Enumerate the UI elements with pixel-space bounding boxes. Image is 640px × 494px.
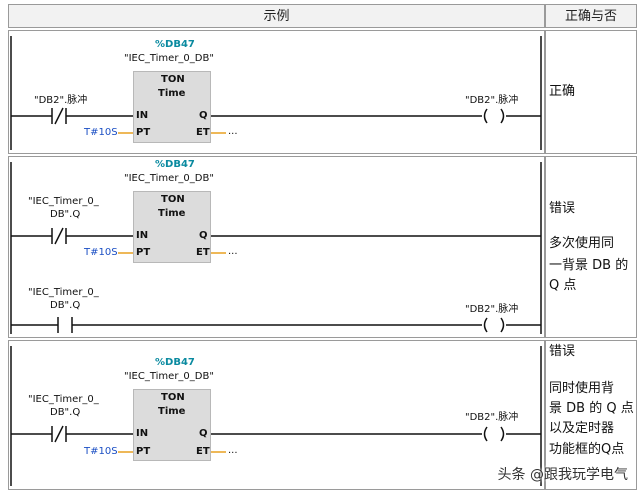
row1-ton-block[interactable] (133, 71, 211, 143)
row3-block-type: TON (161, 392, 185, 403)
row2-block-type: TON (161, 194, 185, 205)
row3-pin-pt: PT (136, 446, 151, 457)
row2-coil-label: "DB2".脉冲 (465, 304, 519, 315)
row3-instance-name: "IEC_Timer_0_DB" (124, 371, 214, 382)
row3-explanation-2: 景 DB 的 Q 点 (549, 401, 634, 416)
row1-et-value: ... (228, 126, 238, 137)
row1-pin-pt: PT (136, 127, 151, 138)
row1-verdict: 正确 (549, 84, 576, 99)
row2-contact2-label-1: "IEC_Timer_0_ (28, 287, 99, 298)
row3-pt-value: T#10S (84, 446, 118, 457)
row3-coil-label: "DB2".脉冲 (465, 412, 519, 423)
row2-explanation-3: Q 点 (549, 278, 577, 293)
row3-explanation-4: 功能框的Q点 (549, 442, 625, 457)
row2-pt-value: T#10S (84, 247, 118, 258)
row3-contact-label-1: "IEC_Timer_0_ (28, 394, 99, 405)
row2-explanation-1: 多次使用同 (549, 236, 615, 251)
row1-block-type: TON (161, 74, 185, 85)
row2-contact-label-1: "IEC_Timer_0_ (28, 196, 99, 207)
row1-contact-label: "DB2".脉冲 (34, 95, 88, 106)
row1-pt-value: T#10S (84, 127, 118, 138)
header-correct: 正确与否 (545, 4, 637, 28)
row2-db-name: %DB47 (155, 159, 195, 170)
row2-ton-block[interactable] (133, 191, 211, 263)
row3-pin-et: ET (196, 446, 210, 457)
row2-verdict-cell (545, 156, 637, 338)
row1-coil-label: "DB2".脉冲 (465, 95, 519, 106)
row2-verdict: 错误 (549, 201, 576, 216)
row2-pin-et: ET (196, 247, 210, 258)
row1-example-cell (8, 30, 545, 154)
row3-contact-label-2: DB".Q (50, 407, 81, 418)
row2-explanation-2: 一背景 DB 的 (549, 258, 629, 273)
row3-verdict-cell (545, 340, 637, 490)
row1-pin-in: IN (136, 110, 149, 121)
row3-ton-block[interactable] (133, 389, 211, 461)
row3-block-sub: Time (158, 406, 186, 417)
row3-et-value: ... (228, 445, 238, 456)
watermark: 头条 @跟我玩学电气 (497, 467, 628, 483)
row3-db-name: %DB47 (155, 357, 195, 368)
row2-contact2-label-2: DB".Q (50, 300, 81, 311)
row3-verdict: 错误 (549, 344, 576, 359)
row1-pin-et: ET (196, 127, 210, 138)
header-example: 示例 (8, 4, 545, 28)
row2-instance-name: "IEC_Timer_0_DB" (124, 173, 214, 184)
row3-explanation-3: 以及定时器 (549, 421, 615, 436)
row3-example-cell (8, 340, 545, 490)
row1-instance-name: "IEC_Timer_0_DB" (124, 53, 214, 64)
row1-verdict-cell (545, 30, 637, 154)
row2-contact-label-2: DB".Q (50, 209, 81, 220)
row1-pin-q: Q (199, 110, 208, 121)
row2-pin-q: Q (199, 230, 208, 241)
row2-pin-in: IN (136, 230, 149, 241)
row3-pin-q: Q (199, 428, 208, 439)
row2-example-cell (8, 156, 545, 338)
row2-block-sub: Time (158, 208, 186, 219)
row3-pin-in: IN (136, 428, 149, 439)
row2-pin-pt: PT (136, 247, 151, 258)
row3-explanation-1: 同时使用背 (549, 381, 615, 396)
row1-db-name: %DB47 (155, 39, 195, 50)
row1-block-sub: Time (158, 88, 186, 99)
row2-et-value: ... (228, 246, 238, 257)
